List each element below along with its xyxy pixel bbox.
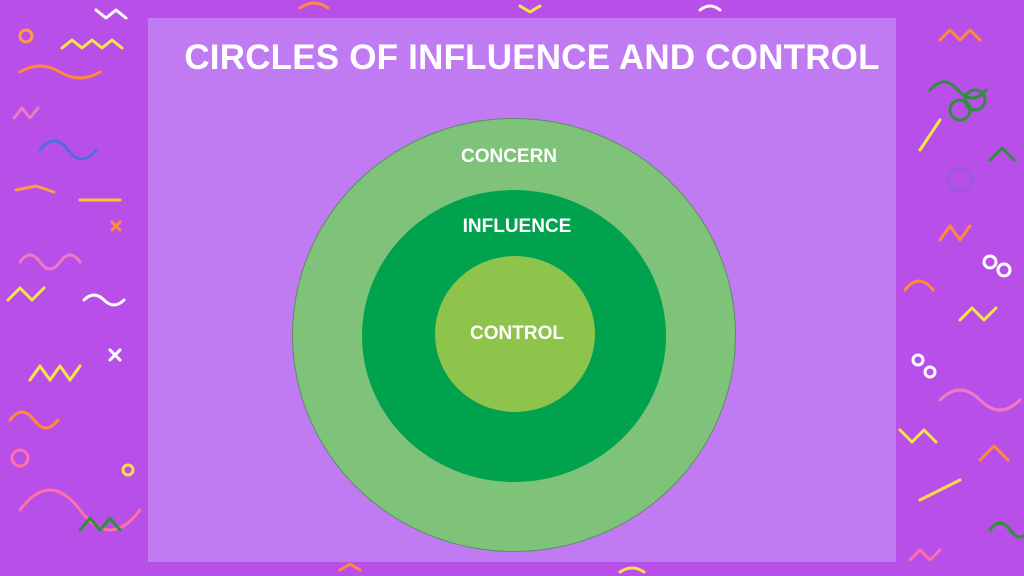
control-label: CONTROL <box>470 323 564 344</box>
influence-label: INFLUENCE <box>462 216 572 237</box>
control-circle <box>435 256 595 412</box>
concern-label: CONCERN <box>460 146 558 167</box>
slide-title: CIRCLES OF INFLUENCE AND CONTROL <box>184 38 880 77</box>
